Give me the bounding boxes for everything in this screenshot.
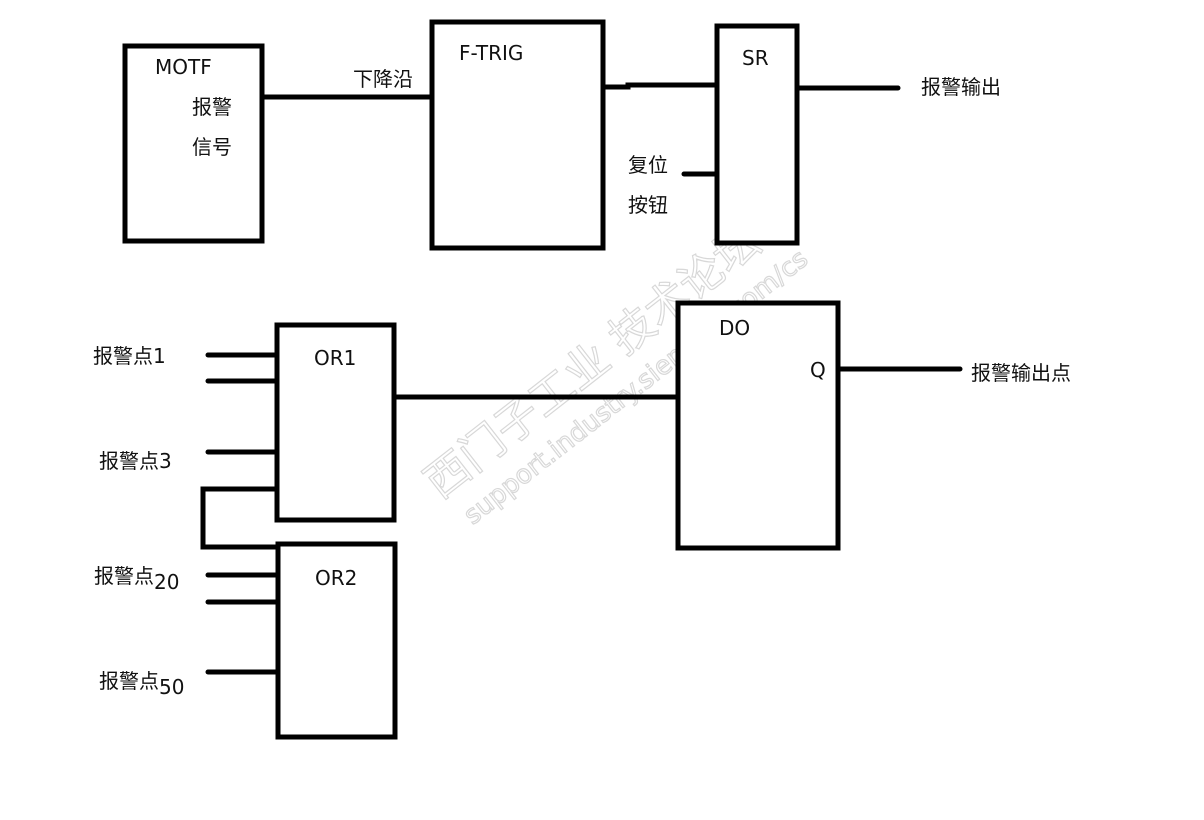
input-label-number: 1 xyxy=(153,344,166,368)
reset-label-line2: 按钮 xyxy=(628,193,668,217)
motf-block-outline xyxy=(122,43,265,244)
do-block: DO Q xyxy=(675,300,841,551)
or2-block-outline xyxy=(275,541,398,740)
do-output-pin-q: Q xyxy=(810,358,826,382)
input-label-number: 50 xyxy=(159,675,184,699)
motf-block-title: MOTF xyxy=(155,55,212,79)
or1-block: OR1 xyxy=(274,322,397,523)
input-label-alarm-3: 报警点3 xyxy=(99,449,172,473)
input-label-text: 报警点 xyxy=(99,449,159,473)
input-label-number: 20 xyxy=(154,570,179,594)
sr-block-title: SR xyxy=(742,46,769,70)
alarm-output-point-label: 报警输出点 xyxy=(971,361,1071,385)
ftrig-block-title: F-TRIG xyxy=(459,41,523,65)
ftrig-block: F-TRIG xyxy=(429,19,606,251)
motf-block-label-line2: 信号 xyxy=(192,135,232,159)
alarm-output-label: 报警输出 xyxy=(921,75,1001,99)
ftrig-block-outline xyxy=(429,19,606,251)
svg-text:报警点50: 报警点50 xyxy=(99,669,184,699)
svg-text:报警点3: 报警点3 xyxy=(99,449,172,473)
input-label-text: 报警点 xyxy=(93,344,153,368)
do-block-title: DO xyxy=(719,316,750,340)
motf-block: MOTF 报警 信号 xyxy=(122,43,265,244)
wire-or2-to-or1 xyxy=(200,486,277,550)
sr-block: SR xyxy=(714,23,800,246)
or1-block-outline xyxy=(274,322,397,523)
input-label-alarm-20: 报警点20 xyxy=(94,564,179,594)
reset-label-line1: 复位 xyxy=(628,153,668,177)
input-label-number: 3 xyxy=(159,449,172,473)
or2-block-title: OR2 xyxy=(315,566,357,590)
do-block-outline xyxy=(675,300,841,551)
or1-block-title: OR1 xyxy=(314,346,356,370)
input-label-alarm-1: 报警点1 xyxy=(93,344,166,368)
input-label-text: 报警点 xyxy=(99,669,159,693)
svg-text:报警点20: 报警点20 xyxy=(94,564,179,594)
input-label-text: 报警点 xyxy=(94,564,154,588)
input-label-alarm-50: 报警点50 xyxy=(99,669,184,699)
motf-block-label-line1: 报警 xyxy=(192,95,232,119)
wire-ftrig-to-sr xyxy=(603,82,717,90)
falling-edge-label: 下降沿 xyxy=(353,67,413,91)
or2-block: OR2 xyxy=(275,541,398,740)
svg-text:报警点1: 报警点1 xyxy=(93,344,166,368)
sr-block-outline xyxy=(714,23,800,246)
